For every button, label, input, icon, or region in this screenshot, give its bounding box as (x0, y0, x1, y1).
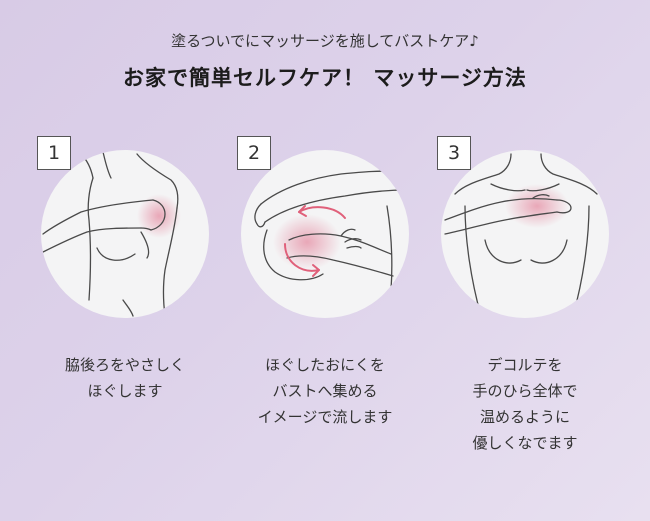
description-line: ほぐしたおにくを (265, 356, 385, 374)
description-line: イメージで流します (257, 408, 393, 426)
step-number-badge: 2 (237, 136, 271, 170)
description-line: 手のひら全体で (472, 382, 578, 400)
step-3: 3 (425, 130, 625, 510)
page-subtitle: 塗るついでにマッサージを施してバストケア♪ (171, 32, 479, 50)
step-number-badge: 3 (437, 136, 471, 170)
step-1: 1 (25, 130, 225, 510)
description-line: 優しくなでます (472, 434, 578, 452)
step-number-badge: 1 (37, 136, 71, 170)
description-line: バストへ集める (272, 382, 378, 400)
step-description: ほぐしたおにくを バストへ集める イメージで流します (225, 352, 425, 430)
step-description: 脇後ろをやさしく ほぐします (25, 352, 225, 404)
decollete-massage-illustration (444, 153, 598, 317)
description-line: 脇後ろをやさしく (64, 356, 185, 374)
step-illustration (441, 150, 609, 318)
step-illustration (241, 150, 409, 318)
step-2: 2 (225, 130, 425, 510)
description-line: 温めるように (479, 408, 570, 426)
steps-container: 1 (0, 130, 650, 510)
description-line: デコルテを (487, 356, 563, 374)
gather-flesh-illustration (254, 170, 408, 291)
page-title: お家で簡単セルフケア！ マッサージ方法 (123, 66, 527, 90)
step-description: デコルテを 手のひら全体で 温めるように 優しくなでます (425, 352, 625, 456)
description-line: ほぐします (87, 382, 163, 400)
step-illustration (41, 150, 209, 318)
underarm-massage-illustration (42, 151, 181, 317)
